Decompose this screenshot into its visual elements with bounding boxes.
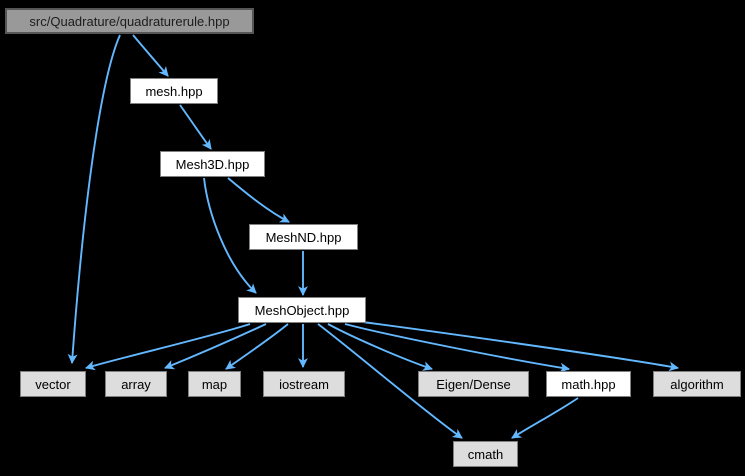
edge-meshobject-to-eigen — [327, 323, 433, 371]
graph-node-label: map — [201, 376, 228, 392]
edge-mathhpp-to-cmath — [511, 397, 579, 439]
graph-node-label: Mesh3D.hpp — [175, 156, 250, 172]
graph-node-label: src/Quadrature/quadraturerule.hpp — [29, 13, 230, 29]
graph-node-label: mesh.hpp — [145, 83, 203, 99]
graph-node-label: iostream — [279, 376, 329, 392]
edge-meshobject-to-vector — [85, 323, 251, 371]
graph-node-algorithm[interactable]: algorithm — [653, 371, 741, 397]
graph-node-label: cmath — [467, 446, 504, 462]
graph-node-label: MeshObject.hpp — [254, 302, 350, 318]
graph-node-label: algorithm — [670, 376, 724, 392]
graph-node-label: math.hpp — [561, 376, 616, 392]
graph-node-map[interactable]: map — [188, 371, 241, 397]
graph-node-label: array — [121, 376, 151, 392]
edge-meshobject-to-map — [225, 323, 289, 370]
edge-mesh3d-to-meshnd — [227, 177, 290, 223]
graph-node-label: Eigen/Dense — [436, 376, 511, 392]
graph-node-root[interactable]: src/Quadrature/quadraturerule.hpp — [5, 8, 254, 34]
edge-meshobject-to-algorithm — [354, 320, 679, 372]
graph-node-meshobject[interactable]: MeshObject.hpp — [238, 297, 366, 323]
graph-node-eigen[interactable]: Eigen/Dense — [418, 371, 529, 397]
graph-node-mesh3d[interactable]: Mesh3D.hpp — [160, 151, 265, 177]
graph-node-label: vector — [35, 376, 71, 392]
graph-node-meshnd[interactable]: MeshND.hpp — [249, 224, 358, 250]
graph-node-mathhpp[interactable]: math.hpp — [546, 371, 631, 397]
edge-root-to-mesh — [132, 34, 169, 77]
edge-meshobject-to-mathhpp — [344, 323, 570, 373]
graph-node-mesh[interactable]: mesh.hpp — [130, 78, 218, 104]
edge-mesh-to-mesh3d — [179, 104, 212, 150]
graph-node-label: MeshND.hpp — [265, 229, 342, 245]
graph-node-cmath[interactable]: cmath — [453, 441, 518, 467]
edge-meshobject-to-array — [164, 323, 267, 370]
graph-node-iostream[interactable]: iostream — [263, 371, 345, 397]
graph-node-array[interactable]: array — [105, 371, 167, 397]
graph-node-vector[interactable]: vector — [20, 371, 86, 397]
edge-root-to-vector — [67, 34, 121, 364]
